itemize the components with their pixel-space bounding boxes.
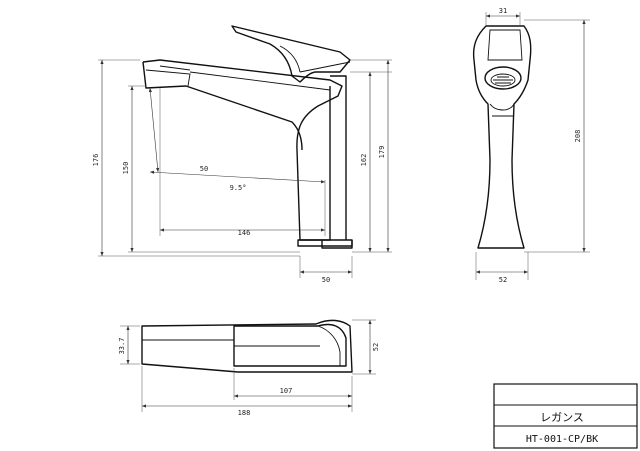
side-base bbox=[297, 239, 353, 247]
plan-body-outline bbox=[141, 319, 353, 373]
label-spout-reach: 50 bbox=[200, 165, 208, 173]
dimension-arrowhead bbox=[368, 72, 372, 76]
label-front-top-width: 31 bbox=[499, 7, 507, 15]
label-plan-overall-length: 188 bbox=[238, 409, 251, 417]
front-aerator-mesh bbox=[493, 76, 513, 84]
dimension-arrowhead bbox=[582, 20, 586, 24]
label-reach-to-center: 146 bbox=[238, 229, 251, 237]
front-body-center bbox=[489, 103, 515, 117]
dimension-arrowhead bbox=[156, 167, 160, 172]
dimension-arrowhead bbox=[368, 370, 372, 374]
label-height-lever: 162 bbox=[360, 154, 368, 167]
dimension-arrowhead bbox=[516, 14, 520, 18]
dimension-arrowhead bbox=[100, 252, 104, 256]
dimension-arrowhead bbox=[300, 270, 304, 274]
dimension-arrowhead bbox=[524, 270, 528, 274]
dimension-arrowhead bbox=[126, 326, 130, 330]
label-plan-lever-length: 107 bbox=[280, 387, 293, 395]
side-lever-inner bbox=[279, 45, 351, 73]
dimension-arrowhead bbox=[386, 248, 390, 252]
dimension-arrowhead bbox=[348, 394, 352, 398]
side-spout-tip bbox=[145, 65, 191, 87]
label-height-total: 176 bbox=[92, 154, 100, 167]
side-view: 176 150 50 9.5° 146 162 179 50 bbox=[92, 25, 392, 284]
dimension-arrowhead bbox=[142, 404, 146, 408]
side-spout-underside bbox=[142, 61, 303, 151]
dimension-arrowhead bbox=[348, 270, 352, 274]
dimension-arrowhead bbox=[321, 228, 325, 232]
dimension-arrowhead bbox=[386, 60, 390, 64]
label-front-base-width: 52 bbox=[499, 276, 507, 284]
plan-lever-inner bbox=[234, 325, 341, 366]
dimension-arrowhead bbox=[320, 180, 325, 184]
dimension-arrowhead bbox=[160, 228, 164, 232]
dimension-arrowhead bbox=[368, 320, 372, 324]
label-front-height: 208 bbox=[574, 130, 582, 143]
dimension-arrowhead bbox=[486, 14, 490, 18]
dim-line-tilt bbox=[149, 87, 159, 173]
label-plan-spout-depth: 33.7 bbox=[118, 338, 126, 355]
dimension-arrowhead bbox=[150, 170, 155, 174]
front-view: 31 208 52 bbox=[472, 7, 590, 284]
plan-view: 33.7 52 107 188 bbox=[118, 319, 380, 417]
dim-line-spout-reach bbox=[149, 171, 326, 183]
side-lever-outline bbox=[231, 25, 351, 83]
side-spout-outline bbox=[142, 59, 343, 241]
title-block: レガンス HT-001-CP/BK bbox=[493, 383, 638, 449]
label-tilt-angle: 9.5° bbox=[230, 184, 247, 192]
dimension-arrowhead bbox=[476, 270, 480, 274]
side-spout-line bbox=[189, 71, 331, 91]
dimension-arrowhead bbox=[126, 360, 130, 364]
dimension-arrowhead bbox=[234, 394, 238, 398]
dimension-arrowhead bbox=[130, 248, 134, 252]
product-name: レガンス bbox=[540, 411, 584, 424]
dimension-arrowhead bbox=[368, 248, 372, 252]
front-body-outline bbox=[472, 25, 532, 249]
dimension-arrowhead bbox=[582, 248, 586, 252]
front-lever bbox=[487, 29, 523, 61]
dimension-arrowhead bbox=[148, 88, 152, 93]
label-height-top: 179 bbox=[378, 146, 386, 159]
model-code: HT-001-CP/BK bbox=[526, 434, 598, 445]
plan-lever bbox=[233, 323, 347, 367]
dimension-arrowhead bbox=[100, 60, 104, 64]
label-height-spout: 150 bbox=[122, 162, 130, 175]
label-base-width: 50 bbox=[322, 276, 330, 284]
front-aerator-inner bbox=[490, 73, 516, 87]
dimension-arrowhead bbox=[348, 404, 352, 408]
label-plan-depth: 52 bbox=[372, 343, 380, 351]
title-block-frame bbox=[493, 383, 638, 449]
front-aerator bbox=[484, 66, 522, 90]
dimension-arrowhead bbox=[130, 86, 134, 90]
